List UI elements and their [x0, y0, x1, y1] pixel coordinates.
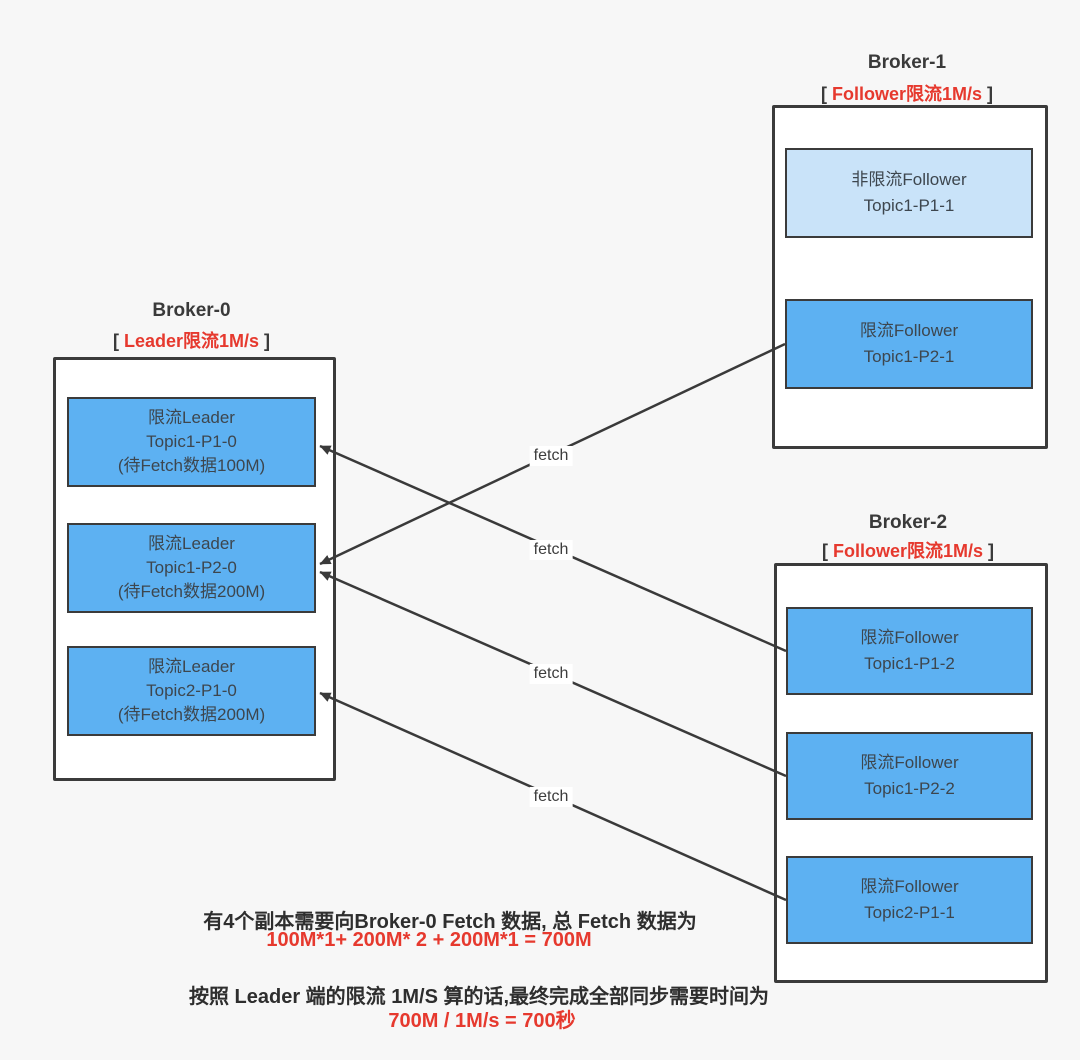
- note-sync-time-intro: 按照 Leader 端的限流 1M/S 算的话,最终完成全部同步需要时间为: [188, 986, 770, 1008]
- partition-box-topic1-p2-1: 限流Follower Topic1-P2-1: [785, 299, 1033, 389]
- fetch-arrow-label: fetch: [529, 446, 573, 466]
- broker-2-title: Broker-2: [868, 512, 948, 533]
- broker-0-subtitle: [Leader限流1M/s]: [53, 327, 330, 353]
- fetch-arrow-label: fetch: [529, 787, 573, 807]
- partition-box-topic2-p1-1: 限流Follower Topic2-P1-1: [786, 856, 1033, 944]
- partition-pending-data: (待Fetch数据200M): [117, 582, 266, 601]
- partition-label: 非限流Follower: [851, 170, 967, 189]
- bracket-close: ]: [987, 84, 994, 104]
- bracket-open: [: [821, 541, 828, 561]
- partition-id: Topic1-P1-1: [863, 196, 955, 215]
- partition-id: Topic1-P2-2: [864, 779, 955, 798]
- bracket-close: ]: [264, 331, 271, 351]
- broker-0-title: Broker-0: [152, 300, 231, 321]
- bracket-open: [: [112, 331, 119, 351]
- note-sync-time-formula: 700M / 1M/s = 700秒: [388, 1010, 576, 1032]
- partition-label: 限流Follower: [859, 321, 959, 340]
- broker-0-box: 限流Leader Topic1-P1-0 (待Fetch数据100M) 限流Le…: [53, 357, 336, 781]
- broker-0-throttle-label: Leader限流1M/s: [123, 331, 260, 351]
- partition-box-topic1-p1-1: 非限流Follower Topic1-P1-1: [785, 148, 1033, 238]
- partition-box-topic1-p1-2: 限流Follower Topic1-P1-2: [786, 607, 1033, 695]
- partition-label: 限流Leader: [148, 534, 235, 553]
- partition-id: Topic2-P1-1: [864, 903, 955, 922]
- partition-label: 限流Follower: [860, 753, 959, 772]
- partition-id: Topic1-P1-0: [146, 432, 237, 451]
- note-total-fetch-formula: 100M*1+ 200M* 2 + 200M*1 = 700M: [266, 929, 592, 951]
- partition-id: Topic1-P2-1: [863, 347, 955, 366]
- partition-label: 限流Leader: [148, 408, 235, 427]
- partition-pending-data: (待Fetch数据200M): [117, 705, 266, 724]
- partition-label: 限流Follower: [860, 877, 959, 896]
- partition-id: Topic1-P2-0: [146, 558, 237, 577]
- partition-box-topic1-p2-0: 限流Leader Topic1-P2-0 (待Fetch数据200M): [67, 523, 316, 613]
- note-total-fetch-intro: 有4个副本需要向Broker-0 Fetch 数据, 总 Fetch 数据为: [203, 911, 697, 933]
- broker-2-box: 限流Follower Topic1-P1-2 限流Follower Topic1…: [774, 563, 1048, 983]
- partition-id: Topic2-P1-0: [146, 681, 237, 700]
- fetch-arrow-label: fetch: [529, 664, 573, 684]
- broker-1-box: 非限流Follower Topic1-P1-1 限流Follower Topic…: [772, 105, 1048, 449]
- partition-box-topic2-p1-0: 限流Leader Topic2-P1-0 (待Fetch数据200M): [67, 646, 316, 736]
- broker-2-subtitle: [Follower限流1M/s]: [774, 537, 1042, 563]
- partition-label: 限流Follower: [860, 628, 959, 647]
- broker-1-title: Broker-1: [867, 52, 947, 73]
- bracket-close: ]: [988, 541, 995, 561]
- partition-pending-data: (待Fetch数据100M): [117, 456, 266, 475]
- broker-1-throttle-label: Follower限流1M/s: [831, 84, 983, 104]
- partition-box-topic1-p1-0: 限流Leader Topic1-P1-0 (待Fetch数据100M): [67, 397, 316, 487]
- bracket-open: [: [820, 84, 827, 104]
- fetch-arrow-label: fetch: [529, 540, 573, 560]
- partition-label: 限流Leader: [148, 657, 235, 676]
- broker-1-subtitle: [Follower限流1M/s]: [772, 80, 1042, 106]
- partition-id: Topic1-P1-2: [864, 654, 955, 673]
- broker-2-throttle-label: Follower限流1M/s: [832, 541, 984, 561]
- partition-box-topic1-p2-2: 限流Follower Topic1-P2-2: [786, 732, 1033, 820]
